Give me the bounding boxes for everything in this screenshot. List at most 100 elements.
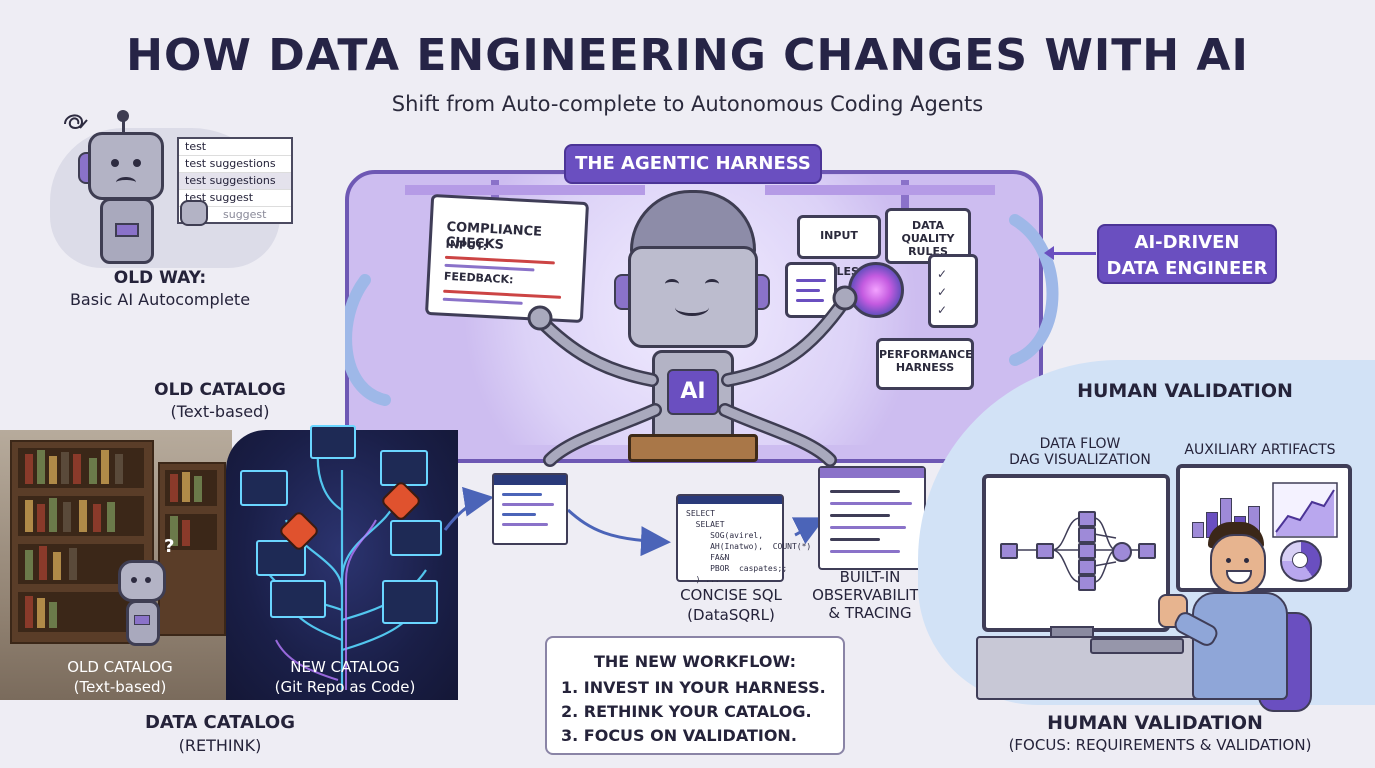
check-icon: ✓: [937, 285, 948, 299]
code-file-card: [390, 520, 442, 556]
robot-frown-icon: [116, 177, 136, 188]
dag-node: [1078, 527, 1096, 543]
person-eye-icon: [1226, 558, 1231, 563]
confusion-scribble-icon: [64, 114, 88, 129]
robot-body: [100, 198, 154, 264]
human-validation-footer-sub: (FOCUS: REQUIREMENTS & VALIDATION): [1008, 736, 1312, 754]
observability-document: [818, 466, 926, 570]
dag-merge-node: [1112, 542, 1132, 562]
dag-node: [1078, 543, 1096, 559]
autocomplete-item[interactable]: test suggestions: [179, 156, 291, 173]
old-catalog-heading: OLD CATALOG: [154, 380, 286, 400]
page-subtitle: Shift from Auto-complete to Autonomous C…: [391, 92, 984, 116]
keyboard: [1090, 638, 1184, 654]
dag-monitor: [982, 474, 1170, 632]
code-file-card: [310, 425, 356, 459]
happy-eye-icon: [665, 279, 679, 289]
person-head: [1210, 534, 1266, 594]
sql-label-sub: (DataSQRL): [687, 606, 775, 624]
happy-eye-icon: [705, 279, 719, 289]
data-catalog-heading-sub: (RETHINK): [178, 736, 262, 755]
sql-document: SELECT SELAET SOG(avirel, AH(Inatwo), CO…: [676, 494, 811, 584]
observability-label-line-1: BUILT-IN: [839, 568, 901, 586]
old-way-caption: Basic AI Autocomplete: [69, 290, 251, 309]
new-workflow-box: THE NEW WORKFLOW: 1. INVEST IN YOUR HARN…: [545, 636, 845, 755]
observability-label-line-2: OBSERVABILITY: [812, 586, 928, 604]
confused-robot: [112, 556, 172, 648]
dag-node: [1078, 575, 1096, 591]
auxiliary-artifacts-label: AUXILIARY ARTIFACTS: [1184, 442, 1336, 458]
person-eye-icon: [1244, 558, 1249, 563]
observability-label-line-3: & TRACING: [828, 604, 912, 622]
robot-head: [88, 132, 164, 200]
question-mark-icon: ?: [164, 536, 175, 557]
old-catalog-label: OLD CATALOG: [67, 658, 173, 676]
dag-node: [1078, 511, 1096, 527]
person-smile-icon: [1226, 570, 1252, 584]
robot-arms: [527, 285, 858, 467]
antenna-ball-icon: [117, 110, 129, 122]
robot-eye-icon: [111, 159, 119, 167]
new-catalog-label-sub: (Git Repo as Code): [274, 678, 416, 696]
workflow-step: 1. INVEST IN YOUR HARNESS.: [561, 678, 826, 697]
robot-head: [628, 246, 758, 348]
old-catalog-label-sub: (Text-based): [73, 678, 167, 696]
performance-harness-panel: PERFORMANCE HARNESS: [876, 338, 974, 390]
autocomplete-item[interactable]: test: [179, 139, 291, 156]
page-title: HOW DATA ENGINEERING CHANGES WITH AI: [126, 30, 1249, 81]
robot-eye-icon: [133, 159, 141, 167]
human-validation-heading: HUMAN VALIDATION: [1077, 380, 1293, 402]
code-file-card: [382, 580, 438, 624]
dag-node: [1078, 559, 1096, 575]
data-quality-label-line-1: DATA QUALITY: [901, 219, 955, 245]
old-way-robot: [64, 110, 192, 264]
donut-chart-artifact: [1280, 540, 1322, 582]
autocomplete-item-highlighted[interactable]: test suggestions: [179, 173, 291, 190]
checklist-panel: ✓ ✓ ✓: [928, 254, 978, 328]
pointer-arrow-icon: [1050, 252, 1096, 255]
performance-label-line-2: HARNESS: [895, 361, 955, 374]
robot-eye-icon: [145, 577, 151, 583]
data-catalog-heading: DATA CATALOG: [144, 712, 295, 733]
workflow-heading: THE NEW WORKFLOW:: [593, 652, 797, 671]
check-icon: ✓: [937, 303, 948, 317]
tool-belt: [628, 434, 758, 462]
performance-label-line-1: PERFORMANCE: [879, 348, 973, 361]
old-catalog-heading-sub: (Text-based): [170, 402, 270, 421]
sql-label: CONCISE SQL: [680, 586, 782, 604]
new-catalog-label: NEW CATALOG: [290, 658, 400, 676]
ai-engineer-label-line-2: DATA ENGINEER: [1106, 258, 1268, 279]
ai-engineer-label-line-1: AI-DRIVEN: [1134, 232, 1240, 253]
dag-node: [1138, 543, 1156, 559]
old-way-heading: OLD WAY:: [113, 268, 207, 288]
robot-body: [126, 600, 160, 646]
rules-list-panel: [785, 262, 837, 318]
ai-engineer-robot: AI: [600, 190, 780, 490]
ai-engineer-label: AI-DRIVEN DATA ENGINEER: [1097, 224, 1277, 284]
human-engineer: [1158, 522, 1300, 702]
compliance-input-label: INPUT:: [445, 237, 488, 253]
dag-node: [1036, 543, 1054, 559]
workflow-step: 2. RETHINK YOUR CATALOG.: [561, 702, 812, 721]
antenna-icon: [122, 116, 125, 132]
autocomplete-item[interactable]: suggest: [223, 208, 267, 221]
sql-code: SELECT SELAET SOG(avirel, AH(Inatwo), CO…: [686, 509, 812, 584]
human-validation-footer: HUMAN VALIDATION: [1047, 712, 1263, 734]
autocomplete-dropdown[interactable]: test test suggestions test suggestions t…: [177, 137, 293, 224]
robot-smile-icon: [675, 299, 709, 316]
dag-node: [1000, 543, 1018, 559]
pointing-hand-icon: [180, 200, 208, 226]
ai-chest-badge: AI: [667, 369, 719, 415]
area-chart-artifact: [1272, 482, 1338, 538]
code-file-card: [240, 470, 288, 506]
robot-chest-plate: [115, 223, 139, 237]
code-file-card: [270, 580, 326, 618]
robot-eye-icon: [131, 577, 137, 583]
dag-visualization-label-line-2: DAG VISUALIZATION: [1009, 452, 1151, 468]
pointer-arrowhead-icon: [1044, 246, 1054, 260]
robot-head: [118, 560, 166, 602]
workflow-step: 3. FOCUS ON VALIDATION.: [561, 726, 797, 745]
dag-visualization-label-line-1: DATA FLOW: [1039, 436, 1121, 452]
code-snippet-card: [492, 473, 568, 545]
agentic-harness-label: THE AGENTIC HARNESS: [564, 144, 822, 184]
